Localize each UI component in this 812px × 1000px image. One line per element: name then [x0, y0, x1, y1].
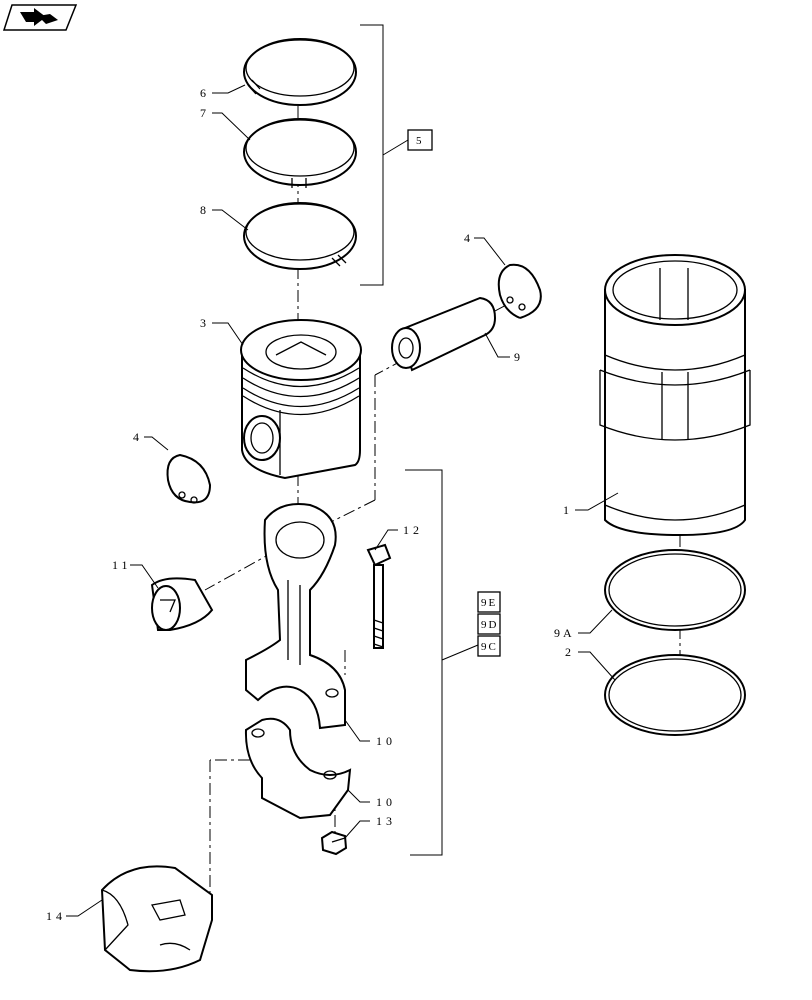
callout-7: 7 [200, 106, 206, 120]
bearing-shell-14 [100, 865, 213, 973]
callout-2: 2 [565, 645, 571, 659]
callout-3: 3 [200, 316, 206, 330]
piston-3 [240, 319, 362, 480]
callout-9e: 9E [481, 597, 497, 609]
circlip-4-lower [166, 453, 212, 504]
callout-9d: 9D [481, 619, 498, 631]
circlip-4-upper [497, 263, 542, 319]
callout-11: 11 [112, 558, 132, 572]
callout-9a: 9A [554, 626, 575, 640]
callout-10-rod: 10 [376, 734, 396, 748]
o-ring-2 [604, 654, 746, 736]
piston-ring-6 [243, 38, 357, 106]
callout-6: 6 [200, 86, 206, 100]
piston-pin-9 [391, 296, 497, 372]
nut-13 [320, 830, 348, 856]
callout-12: 12 [403, 523, 423, 537]
callout-5: 5 [416, 135, 422, 147]
bushing-11 [150, 577, 214, 631]
book-arrow-icon[interactable] [2, 4, 78, 31]
callout-9c: 9C [481, 641, 498, 653]
callout-8: 8 [200, 203, 206, 217]
callout-9: 9 [514, 350, 520, 364]
callout-14: 14 [46, 909, 66, 923]
callout-4-upper: 4 [464, 231, 470, 245]
piston-ring-8 [243, 202, 357, 270]
o-ring-9a [604, 549, 746, 631]
callout-10-cap: 10 [376, 795, 396, 809]
callout-1: 1 [563, 503, 569, 517]
connecting-rod-10 [245, 503, 346, 730]
callout-13: 13 [376, 814, 396, 828]
piston-ring-7 [243, 118, 357, 188]
cylinder-liner-1 [599, 254, 751, 537]
rod-cap-10 [244, 717, 352, 820]
bolt-12 [366, 543, 392, 649]
callout-4-lower: 4 [133, 430, 139, 444]
